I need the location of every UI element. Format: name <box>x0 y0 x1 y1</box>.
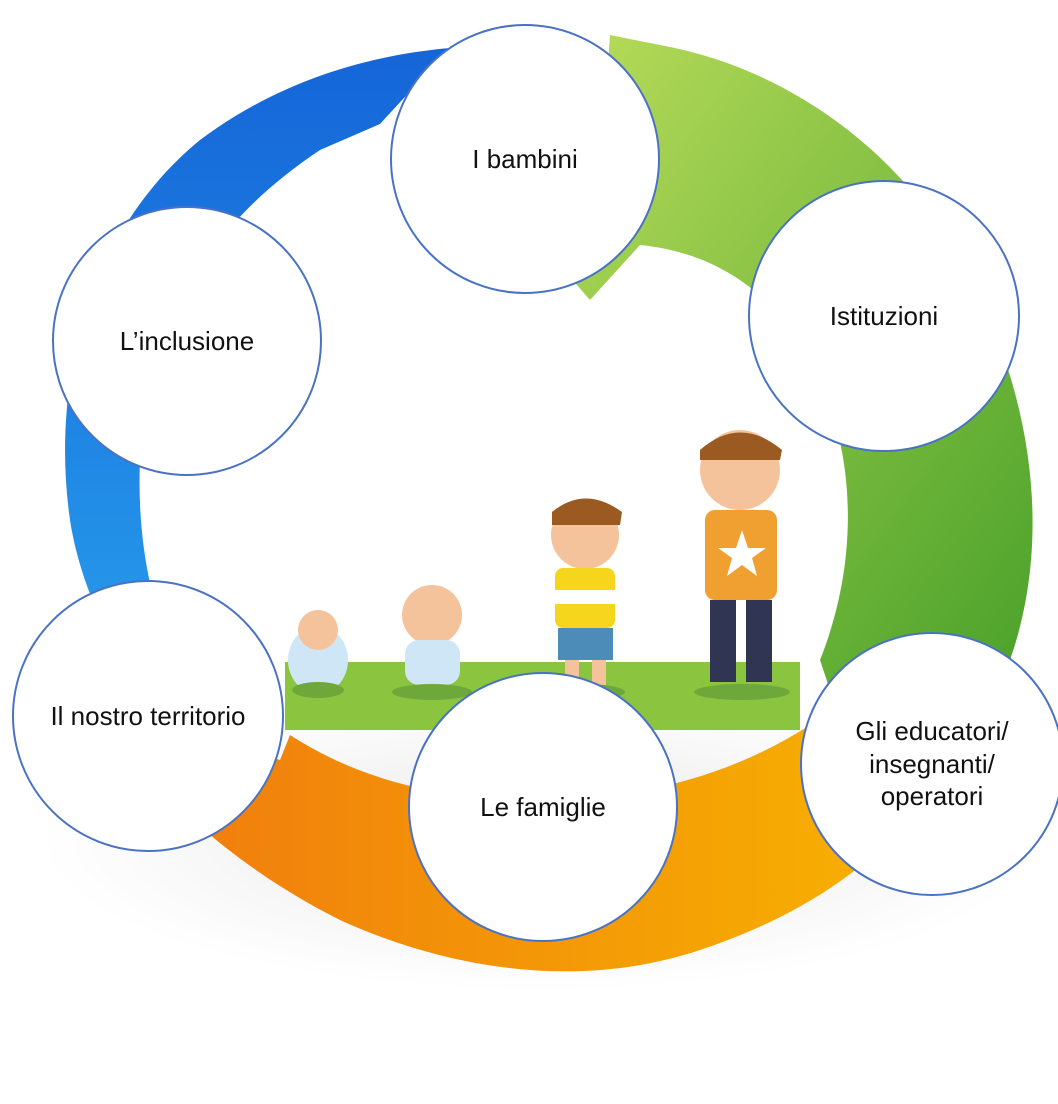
children-growth-icon <box>285 430 800 730</box>
node-label: Gli educatori/ insegnanti/ operatori <box>855 716 1009 812</box>
node-famiglie: Le famiglie <box>408 672 678 942</box>
node-territorio: Il nostro territorio <box>12 580 284 852</box>
node-label: Istituzioni <box>829 300 939 331</box>
node-label: I bambini <box>472 143 578 174</box>
node-educatori: Gli educatori/ insegnanti/ operatori <box>800 632 1058 896</box>
node-label: L’inclusione <box>119 325 255 356</box>
node-bambini: I bambini <box>390 24 660 294</box>
node-istituzioni: Istituzioni <box>748 180 1020 452</box>
node-label: Il nostro territorio <box>50 700 246 731</box>
node-inclusione: L’inclusione <box>52 206 322 476</box>
node-label: Le famiglie <box>480 791 606 822</box>
